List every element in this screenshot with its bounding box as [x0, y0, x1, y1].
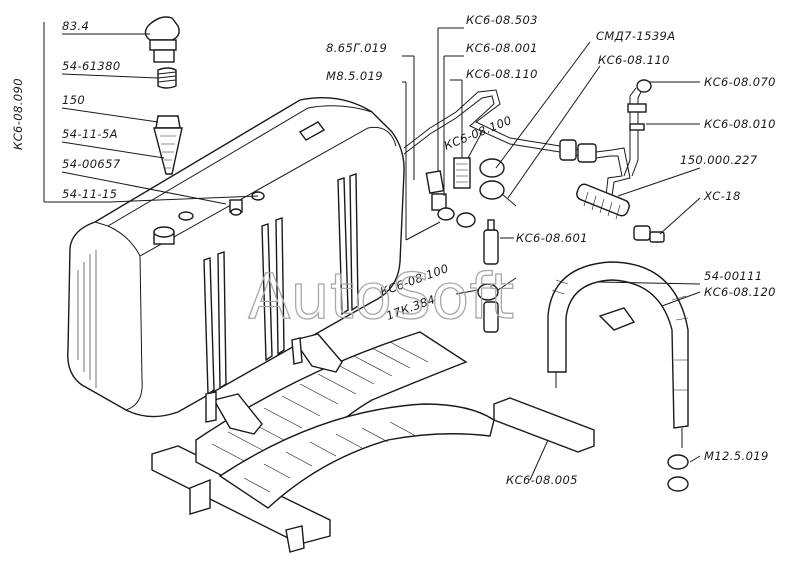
- label-54-11-15: 54-11-15: [62, 187, 117, 201]
- label-ks6-08-070: КС6-08.070: [704, 75, 776, 89]
- fuel-tank: [67, 97, 405, 418]
- label-m8-5-019: М8.5.019: [326, 69, 383, 83]
- label-150-000-227: 150.000.227: [680, 153, 758, 167]
- label-83-4: 83.4: [62, 19, 89, 33]
- label-54-00111: 54-00111: [704, 269, 763, 283]
- label-ks6-08-601: КС6-08.601: [516, 231, 588, 245]
- leader-lines: [43, 22, 701, 481]
- tank-strap: [547, 261, 689, 492]
- label-ks6-08-010: КС6-08.010: [704, 117, 776, 131]
- label-ks6-08-503: КС6-08.503: [466, 13, 538, 27]
- label-ks6-08-110-a: КС6-08.110: [466, 67, 538, 81]
- label-xc-18: ХС-18: [703, 189, 741, 203]
- fuel-lines: [403, 79, 652, 197]
- label-150: 150: [62, 93, 85, 107]
- group-label: КС6-08.090: [11, 78, 25, 150]
- label-m12-5-019: М12.5.019: [704, 449, 769, 463]
- label-ks6-08-005: КС6-08.005: [506, 473, 578, 487]
- label-smd7-1539a: СМД7-1539А: [596, 29, 676, 43]
- fittings: [425, 157, 665, 333]
- label-ks6-08-120: КС6-08.120: [704, 285, 776, 299]
- tank-cradle: [151, 331, 595, 553]
- filler-cap-assembly: [144, 16, 183, 175]
- label-54-00657: 54-00657: [62, 157, 121, 171]
- label-54-11-5a: 54-11-5А: [62, 127, 118, 141]
- label-54-61380: 54-61380: [62, 59, 121, 73]
- label-ks6-08-001: КС6-08.001: [466, 41, 538, 55]
- watermark: AutoSoft: [248, 260, 514, 333]
- label-ks6-08-110-b: КС6-08.110: [598, 53, 670, 67]
- label-8-65g-019: 8.65Г.019: [326, 41, 387, 55]
